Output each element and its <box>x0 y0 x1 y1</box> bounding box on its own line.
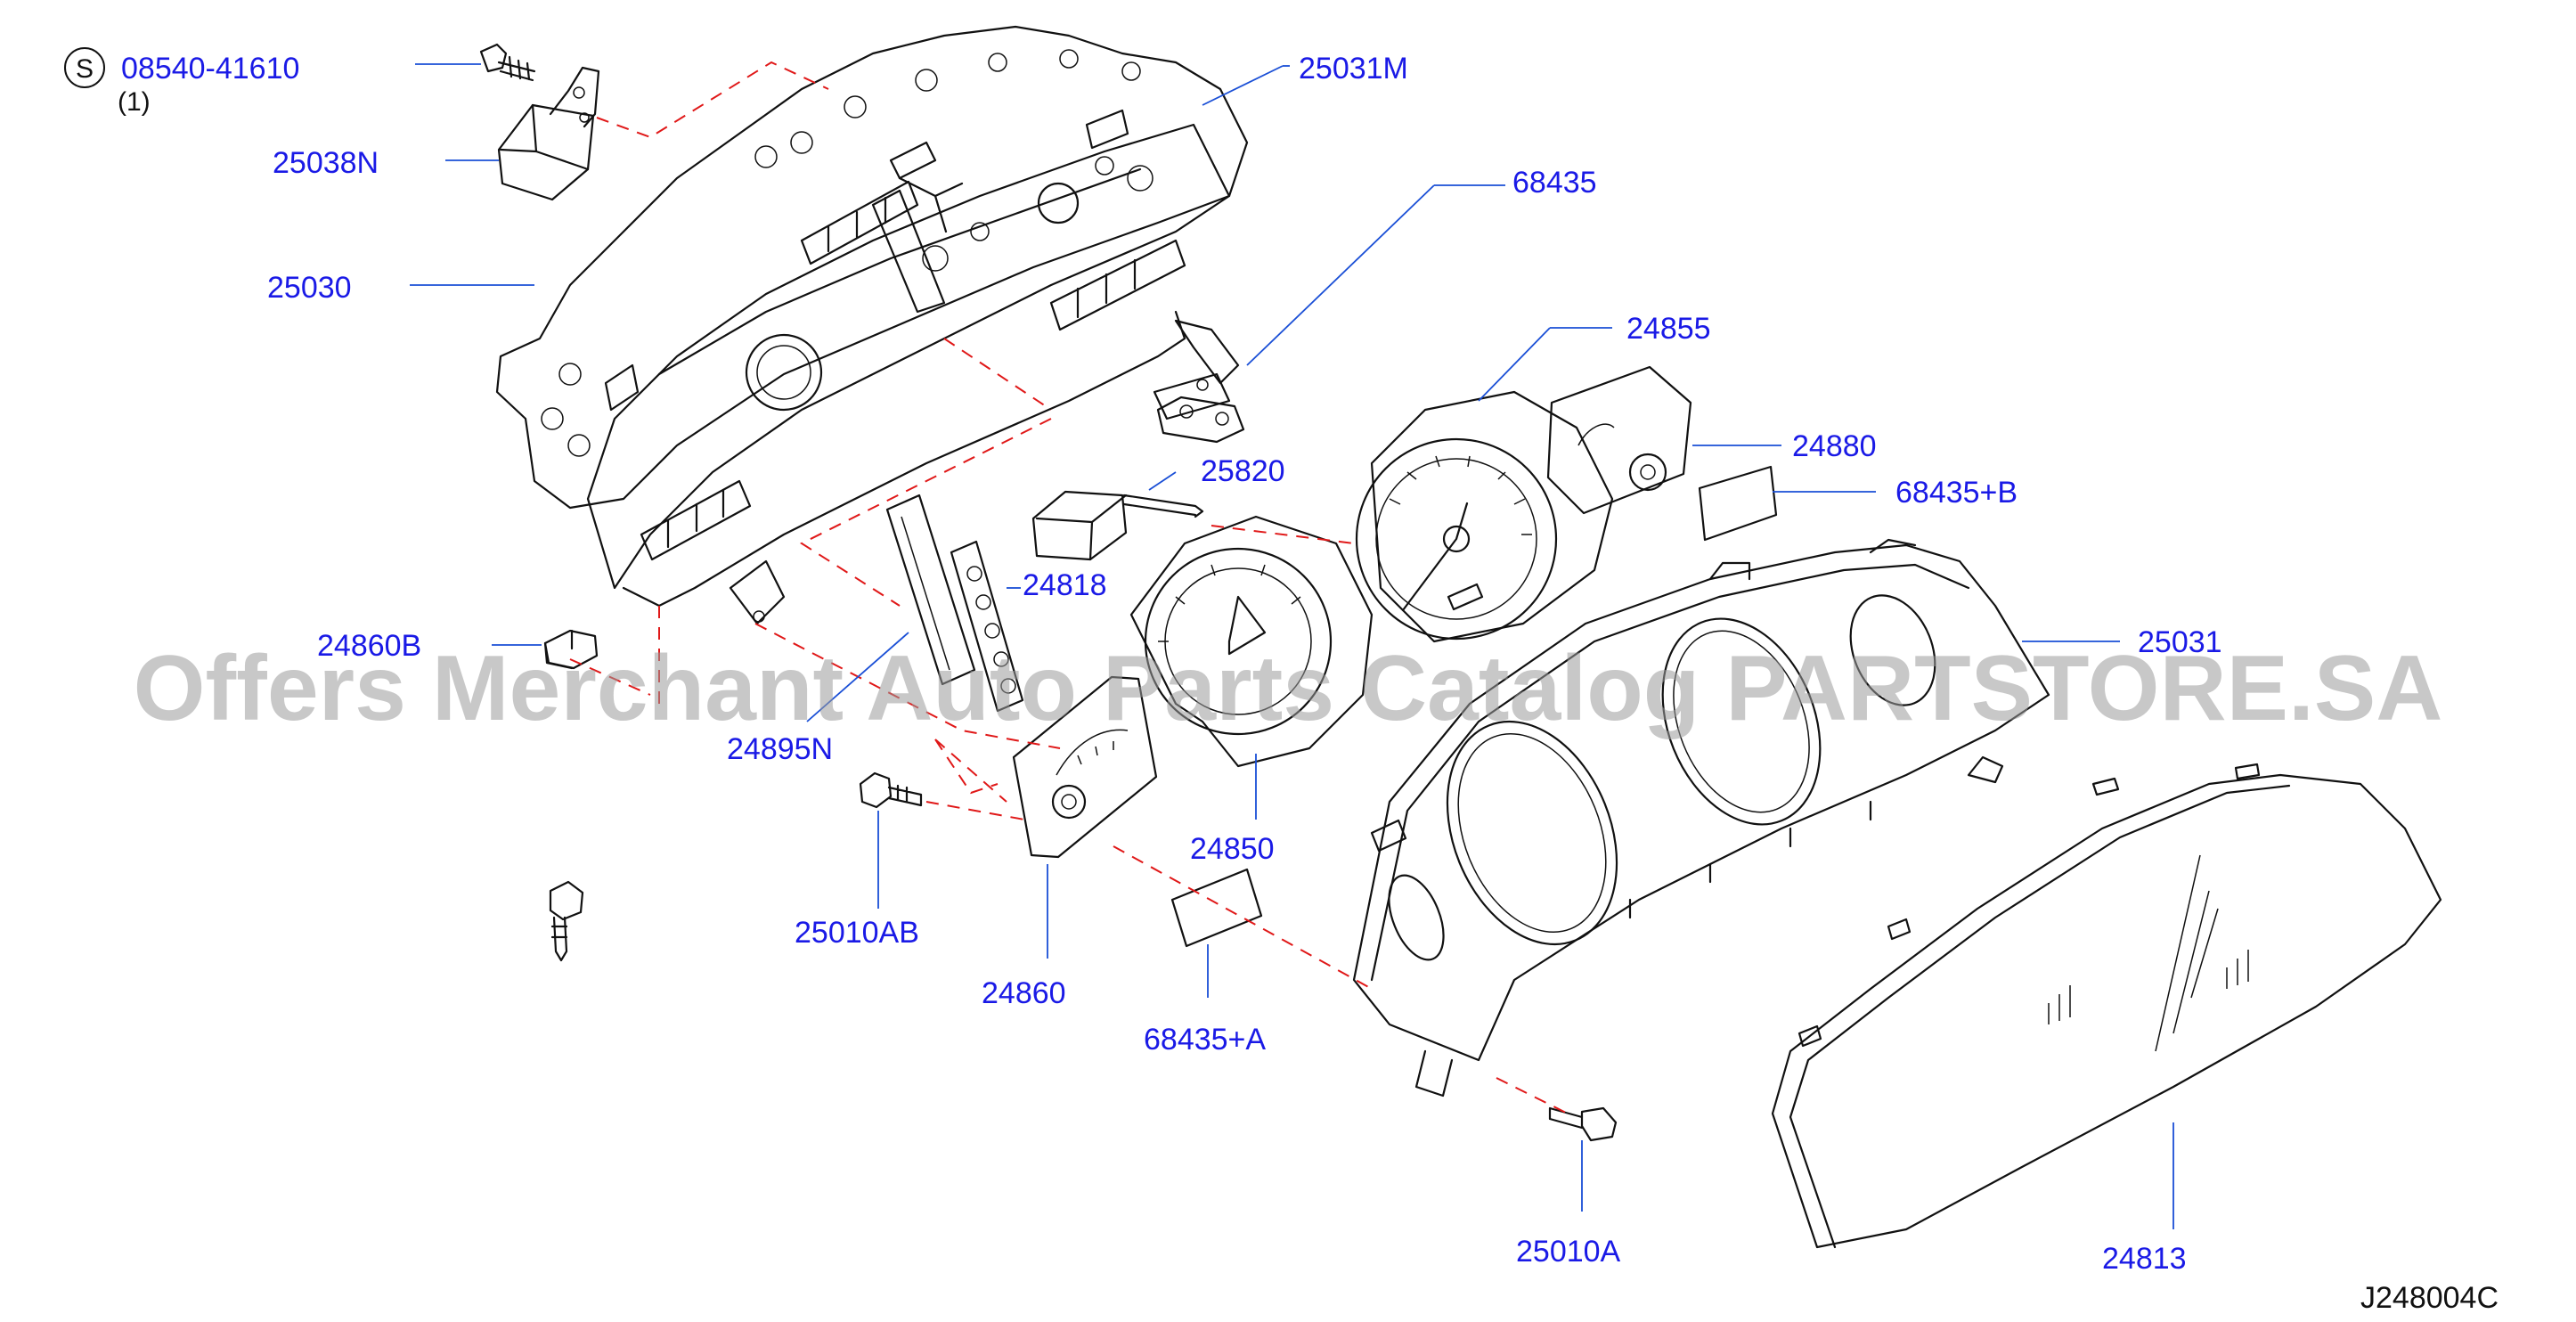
label-24855[interactable]: 24855 <box>1626 312 1711 346</box>
label-68435[interactable]: 68435 <box>1512 166 1597 200</box>
label-24860b[interactable]: 24860B <box>317 629 421 663</box>
lens-cover-24813-drawing <box>1771 763 2442 1249</box>
rear-housing-25030-drawing <box>495 25 1249 625</box>
gauge-24850-drawing <box>1129 515 1374 768</box>
screw-25010ab-drawing <box>859 771 923 809</box>
label-24813[interactable]: 24813 <box>2102 1242 2187 1276</box>
flex-circuit-24895n-drawing <box>885 494 976 686</box>
sensor-25820-drawing <box>1031 490 1204 561</box>
label-25030[interactable]: 25030 <box>267 271 352 305</box>
label-24895n[interactable]: 24895N <box>727 732 833 766</box>
label-68435a[interactable]: 68435+A <box>1144 1023 1266 1057</box>
screw-25010a-drawing <box>1548 1106 1618 1142</box>
label-25031[interactable]: 25031 <box>2138 625 2222 659</box>
lens-68435b-drawing <box>1698 465 1778 542</box>
leader-lines <box>410 63 2174 1229</box>
s-symbol: S <box>76 54 94 84</box>
cluster-front-25031-drawing <box>1352 538 2050 1098</box>
label-25010ab[interactable]: 25010AB <box>795 916 919 950</box>
part-labels: 25031M 25038N 25030 68435 24855 24880 68… <box>267 52 2222 1276</box>
gauge-24855-drawing <box>1355 390 1614 643</box>
label-24850[interactable]: 24850 <box>1190 832 1275 866</box>
label-24818[interactable]: 24818 <box>1023 568 1107 602</box>
screw-part-number: 08540-41610 <box>121 52 299 86</box>
label-25010a[interactable]: 25010A <box>1516 1235 1621 1269</box>
bracket-68435-drawing <box>1156 396 1245 444</box>
diagram-code: J248004C <box>2360 1281 2499 1315</box>
gauge-24880-drawing <box>1546 365 1692 515</box>
label-24880[interactable]: 24880 <box>1792 429 1877 463</box>
screw-08540-41610-drawing <box>479 43 536 82</box>
alignment-lines <box>569 61 1569 1114</box>
s-symbol-circle <box>64 47 105 88</box>
bracket-25038n-drawing <box>497 66 600 201</box>
label-25820[interactable]: 25820 <box>1201 454 1285 488</box>
label-25038n[interactable]: 25038N <box>273 146 379 180</box>
label-24860[interactable]: 24860 <box>982 976 1066 1010</box>
screw-loose-drawing <box>549 880 584 962</box>
screw-spec: S 08540-41610 (1) <box>64 47 299 117</box>
screw-quantity: (1) <box>118 87 151 117</box>
label-25031m[interactable]: 25031M <box>1299 52 1408 86</box>
lens-68435a-drawing <box>1170 868 1263 948</box>
watermark: Offers Merchant Auto Parts Catalog PARTS… <box>134 637 2443 740</box>
strip-24818-drawing <box>950 540 1024 713</box>
gauge-24860-drawing <box>1012 675 1158 859</box>
connector-24860b-drawing <box>543 629 599 670</box>
label-68435b[interactable]: 68435+B <box>1895 476 2018 510</box>
